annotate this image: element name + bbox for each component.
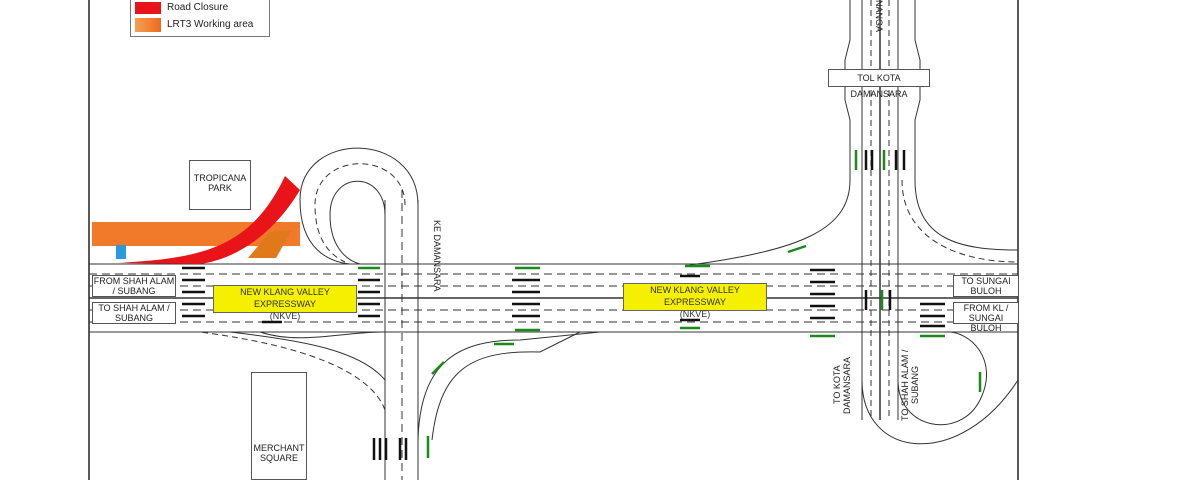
nkve-title: NEW KLANG VALLEY EXPRESSWAY bbox=[240, 287, 330, 309]
road-closure-area bbox=[118, 176, 300, 264]
to-shah-alam-label: TO SHAH ALAM / SUBANG bbox=[92, 302, 176, 324]
ke-damansara-label: KE DAMANSARA bbox=[432, 220, 442, 292]
legend-swatch-road-closure bbox=[135, 2, 161, 14]
from-kl-label: FROM KL / SUNGAI BULOH bbox=[953, 302, 1019, 333]
traffic-arrows bbox=[182, 150, 982, 460]
legend-swatch-lrt3 bbox=[135, 18, 161, 32]
to-sungai-buloh-label: TO SUNGAI BULOH bbox=[953, 275, 1019, 297]
tropicana-park-label: TROPICANA PARK bbox=[189, 160, 251, 210]
nkve-abbr: (NKVE) bbox=[269, 311, 301, 321]
nkve-title: NEW KLANG VALLEY EXPRESSWAY bbox=[650, 285, 740, 307]
legend-label-lrt3: LRT3 Working area bbox=[167, 19, 254, 30]
nkve-label-east: NEW KLANG VALLEY EXPRESSWAY (NKVE) bbox=[623, 283, 767, 319]
to-shah-alam-subang-label: TO SHAH ALAM / SUBANG bbox=[900, 349, 920, 421]
merchant-square-label: MERCHANT SQUARE bbox=[251, 372, 307, 480]
legend: Road Closure LRT3 Working area bbox=[130, 0, 270, 37]
to-kota-damansara-label: TO KOTA DAMANSARA bbox=[832, 356, 852, 414]
nanga-label: NANGA bbox=[874, 0, 884, 33]
nkve-label-west: NEW KLANG VALLEY EXPRESSWAY (NKVE) bbox=[213, 285, 357, 321]
legend-label-road-closure: Road Closure bbox=[167, 2, 229, 13]
tol-kota-damansara-label: TOL KOTA DAMANSARA bbox=[828, 69, 930, 99]
from-shah-alam-label: FROM SHAH ALAM / SUBANG bbox=[92, 275, 176, 297]
nkve-abbr: (NKVE) bbox=[679, 309, 711, 319]
flag-icon bbox=[116, 245, 126, 259]
lrt3-working-area-small bbox=[248, 230, 292, 258]
damansara-road bbox=[199, 147, 601, 480]
kota-damansara-road bbox=[689, 0, 1019, 445]
